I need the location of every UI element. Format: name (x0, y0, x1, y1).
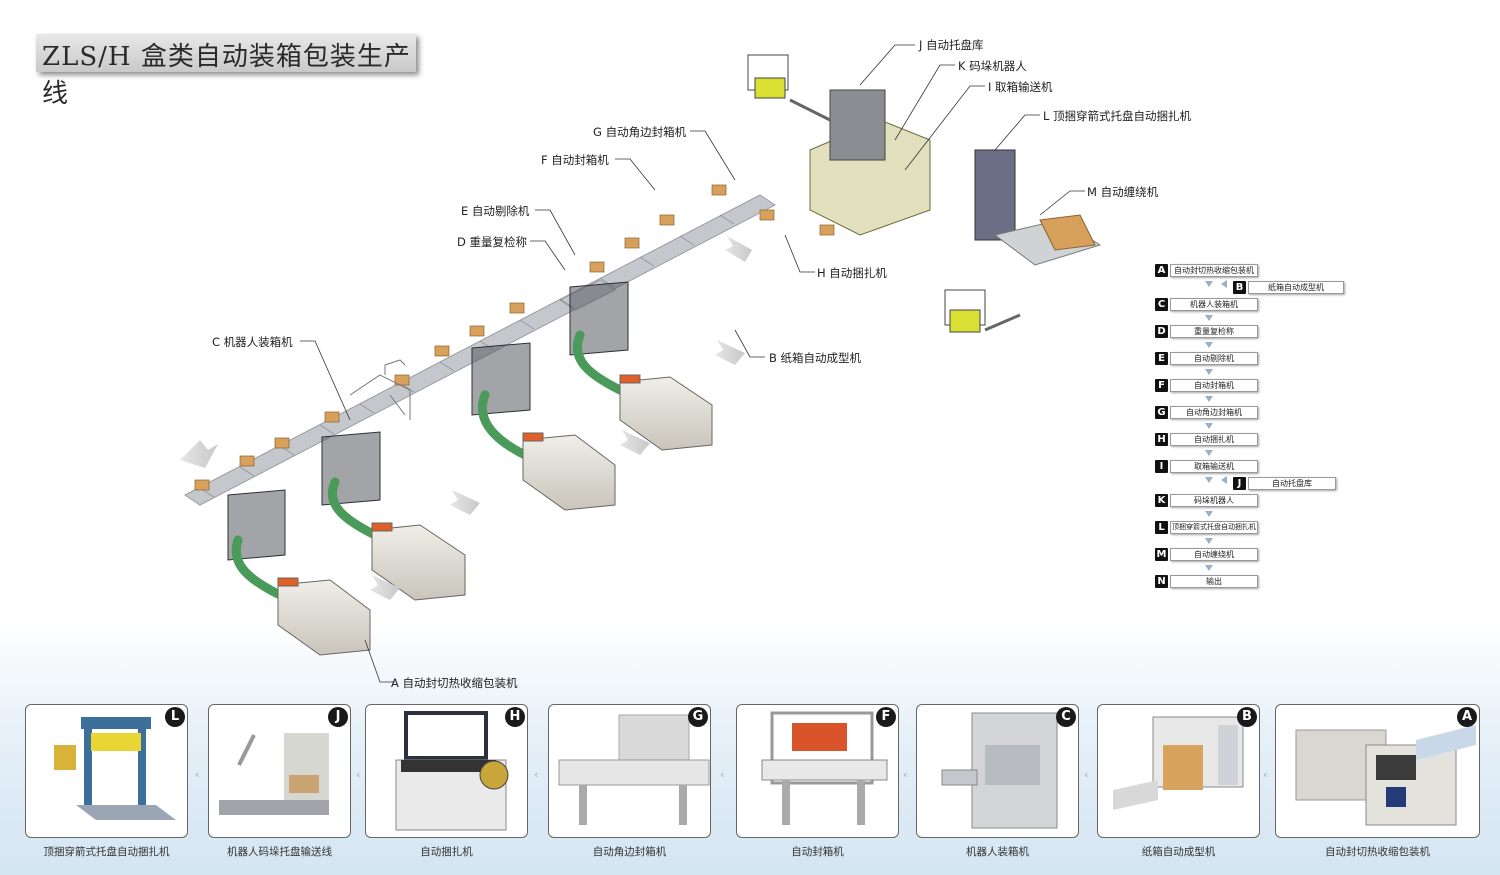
callout-m: M 自动缠绕机 (1087, 185, 1159, 199)
card-caption-c: 机器人装箱机 (966, 846, 1029, 858)
robot-cells (227, 281, 629, 561)
page-title: ZLS/H 盒类自动装箱包装生产线 (36, 34, 416, 109)
strapping-machine-image (54, 717, 176, 820)
machine-card-l[interactable]: L (25, 704, 188, 838)
corner-sealer-image (558, 714, 710, 825)
callout-leaders (300, 44, 1085, 683)
chevron-left-icon: ‹ (720, 768, 725, 781)
machine-card-f[interactable]: F (736, 704, 899, 838)
card-caption-a: 自动封切热收缩包装机 (1325, 846, 1430, 858)
machine-card-b[interactable]: B (1097, 704, 1260, 838)
strapper-image (395, 711, 509, 831)
machine-card-g[interactable]: G (548, 704, 711, 838)
callout-c: C 机器人装箱机 (212, 335, 293, 349)
callout-l: L 顶捆穿箭式托盘自动捆扎机 (1043, 109, 1192, 123)
callout-i: I 取箱输送机 (988, 80, 1053, 94)
chevron-left-icon: ‹ (356, 768, 361, 781)
card-caption-b: 纸箱自动成型机 (1141, 846, 1216, 858)
card-caption-l: 顶捆穿箭式托盘自动捆扎机 (43, 846, 170, 858)
cartons (194, 184, 835, 491)
robot-case-packer-image (941, 712, 1058, 829)
chevron-left-icon: ‹ (903, 768, 908, 781)
callout-g: G 自动角边封箱机 (593, 125, 687, 139)
callout-d: D 重量复检称 (457, 235, 528, 249)
chevron-left-icon: ‹ (1263, 768, 1268, 781)
flow-arrows (180, 236, 752, 600)
forklift-icon (747, 54, 1021, 333)
card-caption-h: 自动捆扎机 (420, 846, 473, 858)
callout-h: H 自动捆扎机 (817, 266, 887, 280)
chevron-left-icon: ‹ (195, 768, 200, 781)
card-caption-j: 机器人码垛托盘输送线 (227, 846, 332, 858)
callout-e: E 自动剔除机 (461, 204, 530, 218)
production-line-illustration (180, 44, 1102, 683)
carton-erector-image (1113, 716, 1244, 810)
machine-card-h[interactable]: H (365, 704, 528, 838)
case-sealer-image (761, 711, 888, 825)
callout-a: A 自动封切热收缩包装机 (391, 676, 518, 690)
callout-j: J 自动托盘库 (919, 38, 984, 52)
palletizer-image (219, 733, 329, 815)
card-caption-g: 自动角边封箱机 (592, 846, 667, 858)
machine-card-j[interactable]: J (208, 704, 351, 838)
flow-arrows (1205, 280, 1227, 571)
chevron-left-icon: ‹ (534, 768, 539, 781)
card-caption-f: 自动封箱机 (791, 846, 844, 858)
machine-card-c[interactable]: C (916, 704, 1079, 838)
machine-card-a[interactable]: A (1275, 704, 1480, 838)
shrink-machines (277, 374, 713, 656)
callout-b: B 纸箱自动成型机 (769, 351, 862, 365)
chevron-left-icon: ‹ (1084, 768, 1089, 781)
palletizing-cell (809, 89, 1102, 266)
shrink-wrapper-image (1295, 725, 1476, 826)
callout-k: K 码垛机器人 (958, 59, 1027, 73)
callout-f: F 自动封箱机 (541, 153, 609, 167)
stair-platform (349, 359, 411, 420)
green-belts (231, 330, 625, 600)
